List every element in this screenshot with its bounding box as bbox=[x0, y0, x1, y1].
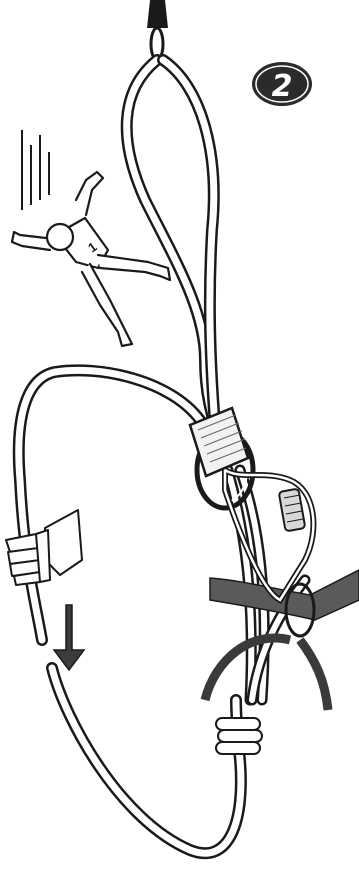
harness-icon bbox=[200, 569, 359, 711]
step-badge: 2 bbox=[252, 62, 312, 106]
anchor-icon bbox=[147, 0, 168, 62]
brake-hand-icon bbox=[5, 509, 83, 586]
carabiner-icon bbox=[222, 464, 317, 604]
carabiner-gate-lock bbox=[278, 488, 306, 532]
rope-upper bbox=[120, 54, 221, 431]
rope-brake-strand bbox=[12, 364, 206, 646]
rope-lower-loop bbox=[46, 662, 247, 860]
down-arrow-icon bbox=[52, 604, 86, 672]
climber-icon: 1 bbox=[10, 170, 172, 348]
figure-eight-knot-icon bbox=[215, 717, 263, 755]
step-number: 2 bbox=[272, 69, 293, 104]
speed-lines-icon bbox=[21, 130, 50, 210]
belay-device-icon bbox=[188, 406, 250, 478]
